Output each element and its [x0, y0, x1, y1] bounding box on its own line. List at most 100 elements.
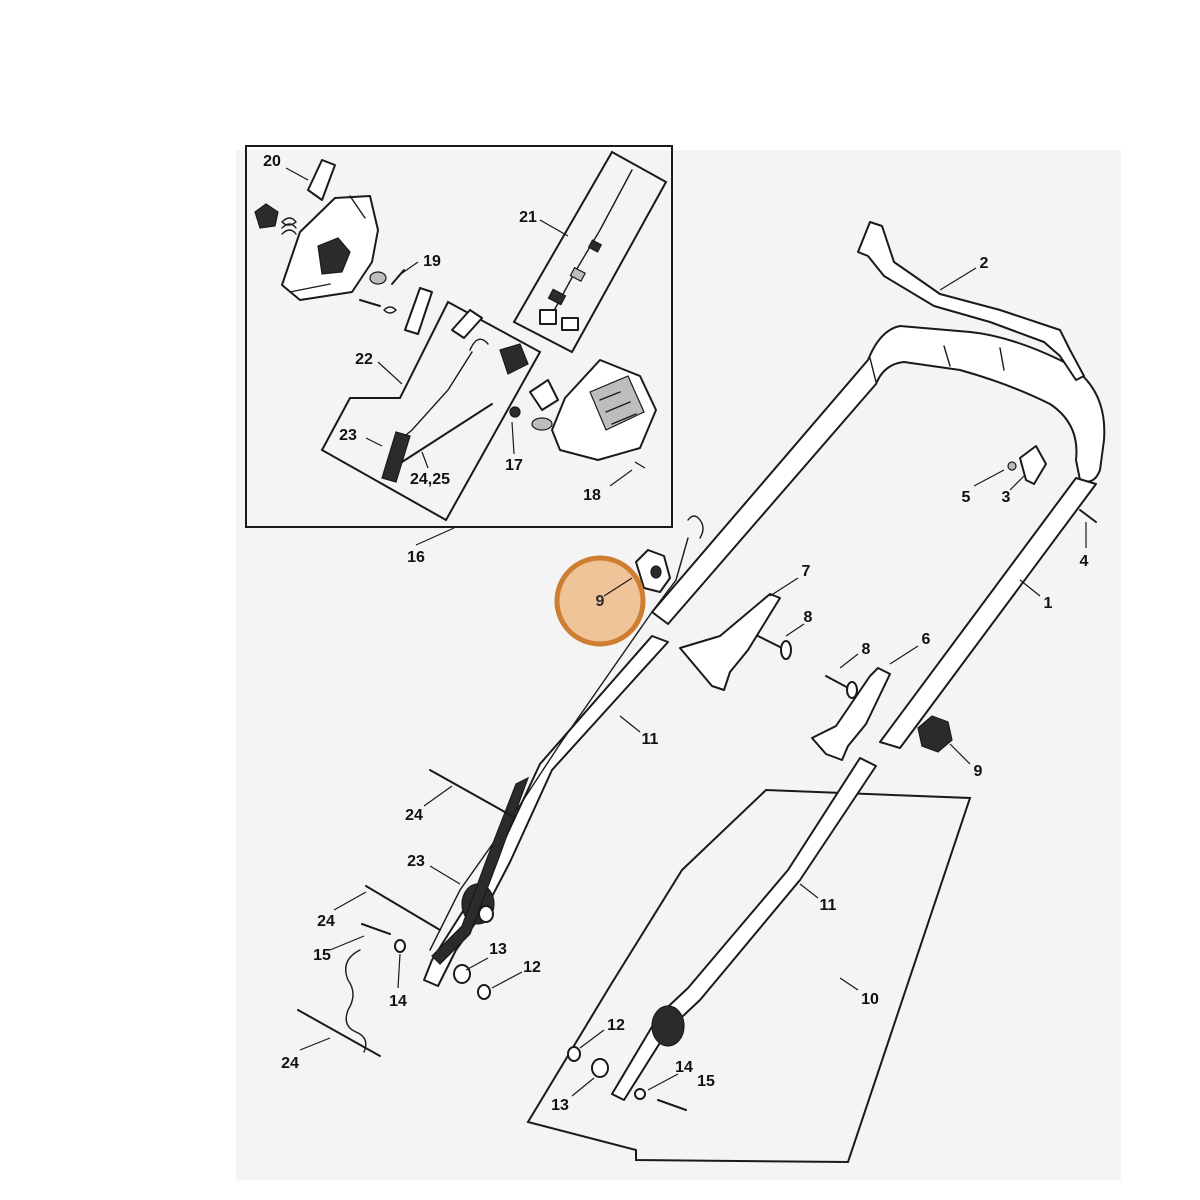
- leader-11b: [799, 883, 819, 899]
- part-13-bushing-upper: [453, 964, 471, 984]
- leader-2425: [421, 451, 429, 469]
- leader-24b: [333, 891, 367, 911]
- leader-16: [415, 527, 455, 546]
- cable-subbox: [512, 150, 668, 354]
- label-21[interactable]: 21: [519, 209, 537, 226]
- part-20-cover: [307, 159, 336, 201]
- leader-23a: [365, 437, 383, 447]
- label-23-main[interactable]: 23: [407, 853, 425, 870]
- leader-23b: [429, 865, 461, 885]
- switch-subbox: [320, 300, 542, 522]
- cable-end-hook: [687, 515, 704, 539]
- pin-part: [359, 299, 381, 307]
- screw-18: [634, 461, 646, 469]
- leader-18: [609, 469, 633, 487]
- label-19[interactable]: 19: [423, 253, 441, 270]
- detail-inset: [245, 145, 673, 528]
- label-24-c[interactable]: 24: [281, 1055, 299, 1072]
- label-15-upper[interactable]: 15: [313, 947, 331, 964]
- leader-7: [769, 577, 799, 597]
- part-4-bolt: [1079, 509, 1097, 523]
- label-14-lower[interactable]: 14: [675, 1059, 693, 1076]
- leader-12a: [491, 971, 523, 989]
- label-20[interactable]: 20: [263, 153, 281, 170]
- leader-2: [939, 267, 977, 291]
- leader-20: [285, 167, 309, 181]
- label-12-lower[interactable]: 12: [607, 1017, 625, 1034]
- part-12-nut-upper: [477, 984, 491, 1000]
- label-13-upper[interactable]: 13: [489, 941, 507, 958]
- clamp-knob-center: [650, 565, 662, 579]
- leader-13b: [571, 1077, 595, 1097]
- knob-part: [254, 203, 279, 229]
- label-8-upper[interactable]: 8: [804, 609, 813, 626]
- label-24-25[interactable]: 24,25: [410, 471, 450, 488]
- screw-19: [391, 269, 405, 285]
- part-14-washer-lower: [634, 1088, 646, 1100]
- label-11-upper[interactable]: 11: [642, 731, 659, 748]
- part-13-bushing-lower: [591, 1058, 609, 1078]
- pivot-bolt: [478, 905, 494, 923]
- label-18[interactable]: 18: [583, 487, 601, 504]
- label-5[interactable]: 5: [962, 489, 971, 506]
- label-3[interactable]: 3: [1002, 489, 1011, 506]
- handle-assembly: [297, 221, 1106, 1164]
- screw-17: [509, 406, 521, 418]
- label-24-a[interactable]: 24: [405, 807, 423, 824]
- label-23-inset[interactable]: 23: [339, 427, 357, 444]
- label-6[interactable]: 6: [922, 631, 931, 648]
- cable-clip: [539, 309, 557, 325]
- label-8-lower[interactable]: 8: [862, 641, 871, 658]
- leader-24c: [299, 1037, 331, 1051]
- highlight-label: 9: [596, 593, 605, 610]
- label-7[interactable]: 7: [802, 563, 811, 580]
- leader-14a: [397, 953, 401, 989]
- control-cable: [429, 537, 689, 951]
- label-15-lower[interactable]: 15: [697, 1073, 715, 1090]
- clip-washer: [531, 417, 553, 431]
- coiled-wire: [345, 949, 367, 1053]
- part-15-screw-upper: [361, 923, 391, 935]
- label-22[interactable]: 22: [355, 351, 373, 368]
- clip-part: [451, 309, 483, 339]
- lever-part: [404, 287, 433, 335]
- part-7-bracket: [679, 593, 781, 691]
- part-24-tie-a: [429, 769, 513, 817]
- label-10[interactable]: 10: [861, 991, 879, 1008]
- highlight-ring-part-9[interactable]: [554, 555, 646, 647]
- label-1[interactable]: 1: [1044, 595, 1053, 612]
- leader-13a: [465, 957, 489, 971]
- part-24-tie-c: [297, 1009, 381, 1057]
- part-10-lower-box: [526, 788, 972, 1164]
- switch-knob-detail: [317, 237, 351, 275]
- spring-part: [281, 217, 297, 235]
- part-1-handle-frame: [651, 325, 1106, 625]
- bolt-head-lower: [846, 681, 858, 699]
- label-17[interactable]: 17: [505, 457, 523, 474]
- label-24-b[interactable]: 24: [317, 913, 335, 930]
- inset-frame: [245, 145, 673, 528]
- leader-10: [839, 977, 859, 991]
- part-23-bellows-main: [431, 776, 530, 965]
- part-3-clip: [1019, 445, 1047, 485]
- label-4[interactable]: 4: [1080, 553, 1089, 570]
- leader-1: [1019, 579, 1041, 597]
- label-14-upper[interactable]: 14: [389, 993, 407, 1010]
- label-13-lower[interactable]: 13: [551, 1097, 569, 1114]
- leader-8a: [785, 623, 805, 637]
- label-11-lower[interactable]: 11: [820, 897, 837, 914]
- bolt-head-upper: [780, 640, 792, 660]
- leader-11a: [619, 715, 641, 733]
- label-12-upper[interactable]: 12: [523, 959, 541, 976]
- label-9-right[interactable]: 9: [974, 763, 983, 780]
- leader-8b: [839, 653, 859, 669]
- leader-22: [377, 361, 403, 385]
- leader-14b: [647, 1073, 679, 1091]
- part-24-25-tie: [401, 403, 493, 463]
- part-5-screw: [1007, 461, 1017, 471]
- label-16[interactable]: 16: [407, 549, 425, 566]
- part-6-bracket: [811, 667, 891, 761]
- label-2[interactable]: 2: [980, 255, 989, 272]
